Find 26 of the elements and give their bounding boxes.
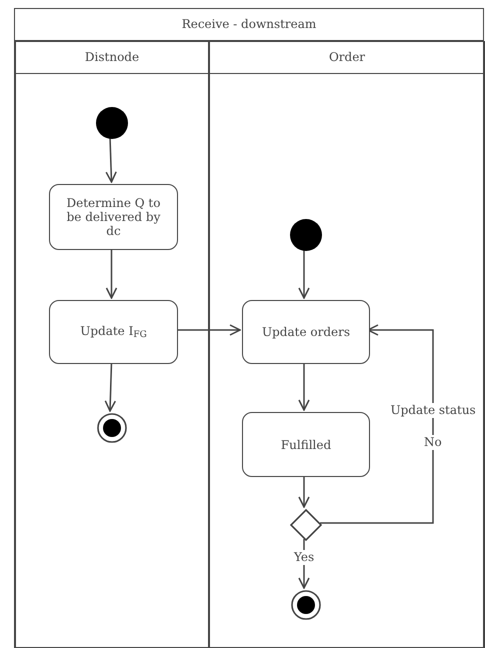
arrow bbox=[298, 249, 310, 299]
arrow bbox=[106, 248, 118, 299]
swimlane bbox=[209, 41, 485, 648]
action-box bbox=[242, 412, 370, 477]
action-box bbox=[49, 300, 178, 364]
arrow bbox=[320, 324, 434, 524]
edge-label: No bbox=[423, 434, 443, 450]
action-box bbox=[242, 300, 370, 364]
arrow bbox=[104, 362, 116, 412]
swimlane bbox=[15, 41, 209, 648]
arrow bbox=[298, 362, 310, 411]
action-text: Fulfilled bbox=[280, 438, 332, 452]
edge-label: Yes bbox=[293, 550, 316, 565]
arrow bbox=[105, 136, 117, 183]
action-box bbox=[49, 184, 178, 250]
lane-title: Order bbox=[210, 42, 484, 74]
note-text: Update status bbox=[390, 402, 477, 418]
lane-title: Distnode bbox=[16, 42, 208, 74]
action-text: Update orders bbox=[262, 325, 350, 339]
arrow bbox=[298, 475, 310, 508]
pool-frame bbox=[14, 8, 484, 648]
arrow bbox=[298, 539, 310, 589]
action-text: Determine Q to be delivered by dc bbox=[66, 196, 162, 238]
action-text: Update I$_{FG}$ bbox=[80, 324, 147, 340]
pool-title: Receive - downstream bbox=[15, 9, 483, 41]
arrow bbox=[176, 324, 241, 336]
